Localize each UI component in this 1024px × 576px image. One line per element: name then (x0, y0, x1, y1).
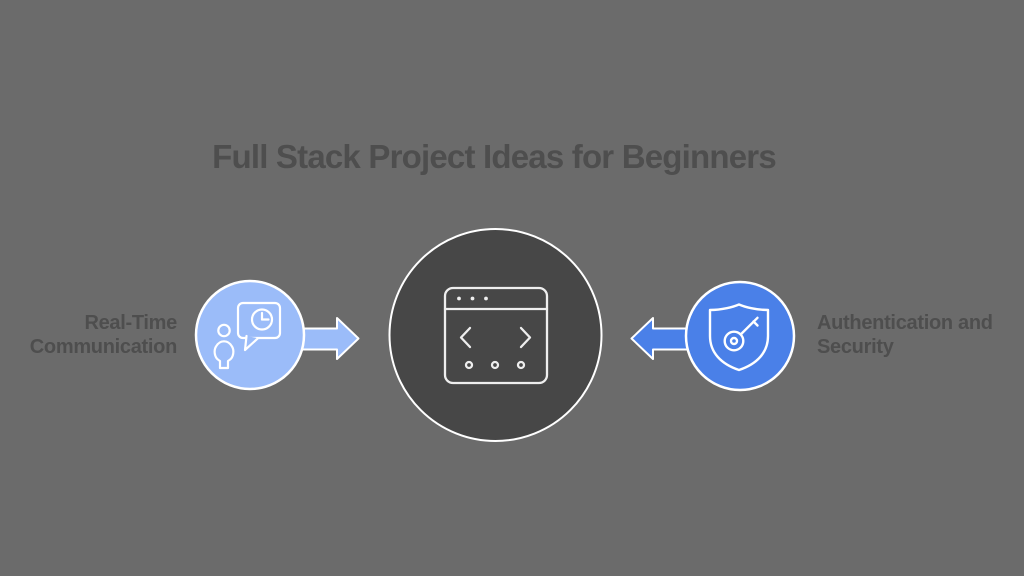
browser-bottom-dot (516, 360, 526, 370)
key-tooth (752, 320, 759, 327)
browser-dot (470, 296, 475, 301)
shield-key-icon (708, 303, 770, 372)
browser-bottom-dot (464, 360, 474, 370)
center-node-circle (388, 228, 603, 442)
clock-face (250, 308, 274, 331)
key-bow (723, 330, 745, 352)
label-line: Authentication and (817, 312, 993, 334)
person-head (217, 323, 231, 338)
browser-bottom-dot (490, 360, 500, 370)
person-body (213, 340, 235, 370)
chevron-left-icon (459, 326, 472, 349)
chat-bubble-tail (243, 334, 260, 352)
label-line: Communication (29, 336, 178, 358)
key-bow-center (729, 336, 739, 346)
person-chat-clock-icon (213, 301, 282, 370)
diagram-title: Full Stack Project Ideas for Beginners (212, 138, 777, 175)
key-stem (739, 316, 759, 336)
browser-dot (484, 296, 488, 301)
chevron-right-icon (519, 326, 532, 349)
label-real-time-communication: Real-Time Communication (29, 311, 178, 359)
real-time-communication-node (194, 279, 306, 391)
shield-outline (708, 303, 770, 372)
authentication-security-node (684, 280, 796, 392)
browser-window-icon (443, 286, 549, 385)
browser-frame (443, 286, 549, 385)
label-line: Real-Time (84, 312, 177, 334)
label-line: Security (817, 336, 894, 358)
browser-dot (457, 296, 461, 301)
label-authentication-security: Authentication and Security (817, 311, 993, 359)
